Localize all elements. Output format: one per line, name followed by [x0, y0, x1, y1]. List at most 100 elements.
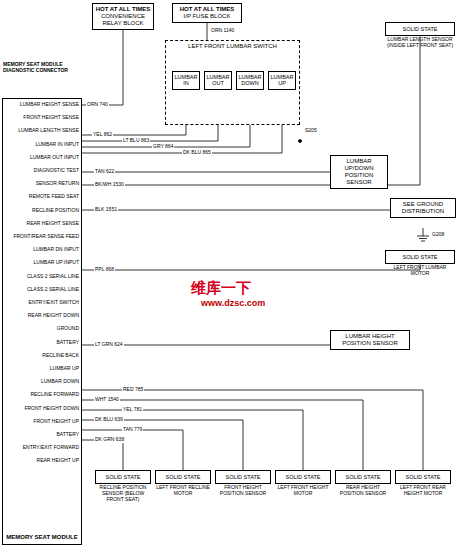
component-name: LEFT FRONT LUMBAR MOTOR: [385, 265, 455, 277]
node-label: I/P FUSE BLOCK: [175, 13, 239, 20]
pin-name: SENSOR RETURN: [3, 180, 79, 186]
pin-name: ENTRY/EXIT FORWARD: [3, 444, 79, 450]
node-label: LUMBAR HEIGHT POSITION SENSOR: [333, 333, 407, 347]
pin-name: LUMBAR OUT INPUT: [3, 154, 79, 160]
wire-code: RED 785: [122, 387, 144, 393]
pin-name: LUMBAR IN INPUT: [3, 141, 79, 147]
watermark: www.dzsc.com: [200, 299, 266, 309]
component-name: LEFT FRONT REAR HEIGHT MOTOR: [395, 485, 451, 497]
solid-state-component: SOLID STATELEFT FRONT HEIGHT MOTOR: [275, 470, 331, 497]
wire-code: LT BLU 863: [122, 138, 150, 144]
solid-state-label: SOLID STATE: [275, 470, 331, 484]
wire-code: ORN 740: [86, 102, 109, 108]
node-label: HOT AT ALL TIMES: [95, 6, 151, 13]
pin-name: RECLINE FORWARD: [3, 391, 79, 397]
wire: [82, 390, 423, 470]
wire-code: TAN 779: [122, 427, 143, 433]
ground-id: G208: [431, 232, 445, 238]
node-label: HOT AT ALL TIMES: [175, 6, 239, 13]
pin-name: FRONT/REAR SENSE FEED: [3, 233, 79, 239]
pin-name: REAR HEIGHT DOWN: [3, 312, 79, 318]
solid-state-label: SOLID STATE: [335, 470, 391, 484]
wire: [207, 23, 208, 40]
pin-name: REMOTE FEED SEAT: [3, 193, 79, 199]
pin-name: LUMBAR UP INPUT: [3, 259, 79, 265]
component-name: FRONT HEIGHT POSITION SENSOR: [215, 485, 271, 497]
pin-name: DIAGNOSTIC TEST: [3, 167, 79, 173]
component-name: LEFT FRONT RECLINE MOTOR: [155, 485, 211, 497]
component-name: LUMBAR LENGTH SENSOR (INSIDE LEFT FRONT …: [385, 37, 455, 49]
splice-dot: [299, 140, 302, 143]
pin-name: GROUND: [3, 325, 79, 331]
switch-contact: LUMBAR UP: [268, 71, 296, 90]
wire-code: TAN 622: [94, 169, 115, 175]
node-label: LUMBAR UP: [270, 74, 294, 87]
node-label: SEE GROUND DISTRIBUTION: [393, 201, 453, 215]
node-label: MEMORY SEAT MODULE: [5, 534, 79, 541]
pin-name: LUMBAR UP: [3, 365, 79, 371]
wire: [82, 430, 183, 470]
solid-state-label: SOLID STATE: [395, 470, 451, 484]
pin-name: LUMBAR HEIGHT SENSE: [3, 101, 79, 107]
control-module: MEMORY SEAT MODULE: [2, 98, 82, 545]
pin-name: RECLINE POSITION: [3, 207, 79, 213]
pin-name: REAR HEIGHT UP: [3, 457, 79, 463]
solid-state-component: SOLID STATEFRONT HEIGHT POSITION SENSOR: [215, 470, 271, 497]
node-label: LEFT FRONT LUMBAR SWITCH: [168, 43, 297, 50]
solid-state-label: SOLID STATE: [95, 470, 151, 484]
component-name: REAR HEIGHT POSITION SENSOR: [335, 485, 391, 497]
wire: [82, 420, 243, 470]
wire: [82, 264, 420, 270]
pin-name: FRONT HEIGHT DOWN: [3, 405, 79, 411]
wire-code: BLK 1551: [94, 207, 118, 213]
switch-contact: LUMBAR OUT: [204, 71, 232, 90]
wire-code: DK GRN 638: [94, 437, 125, 443]
component-box: LUMBAR UP/DOWN POSITION SENSOR: [330, 155, 388, 189]
node-label: LUMBAR OUT: [206, 74, 230, 87]
node-label: LUMBAR UP/DOWN POSITION SENSOR: [333, 158, 385, 186]
wire-code: ORN 1140: [210, 29, 235, 35]
wire: [82, 210, 390, 211]
component-box: LUMBAR HEIGHT POSITION SENSOR: [330, 330, 410, 350]
switch-housing: LEFT FRONT LUMBAR SWITCH LUMBAR IN LUMBAR …: [165, 40, 300, 125]
wire-code: DK BLU 639: [94, 417, 124, 423]
wire: [82, 36, 420, 185]
wire-code: GRY 864: [152, 144, 174, 150]
solid-state-label: SOLID STATE: [385, 250, 455, 264]
solid-state-component: SOLID STATELEFT FRONT LUMBAR MOTOR: [385, 250, 455, 277]
splice-id: S205: [304, 128, 318, 134]
wire: [82, 410, 303, 470]
pin-name: FRONT HEIGHT UP: [3, 418, 79, 424]
solid-state-component: SOLID STATELEFT FRONT REAR HEIGHT MOTOR: [395, 470, 451, 497]
solid-state-label: SOLID STATE: [215, 470, 271, 484]
solid-state-component: SOLID STATELUMBAR LENGTH SENSOR (INSIDE …: [385, 22, 455, 49]
wire-code: LT GRN 624: [94, 342, 124, 348]
wire-code: BK/WH 1530: [94, 182, 125, 188]
node-label: LUMBAR DOWN: [238, 74, 262, 87]
component-name: RECLINE POSITION SENSOR (BELOW FRONT SEA…: [95, 485, 151, 502]
pin-name: ENTRY/EXIT SWITCH: [3, 299, 79, 305]
pin-name: LUMBAR DOWN: [3, 378, 79, 384]
component-box: HOT AT ALL TIMESI/P FUSE BLOCK: [172, 3, 242, 23]
connector-name: MEMORY SEAT MODULE DIAGNOSTIC CONNECTOR: [2, 62, 84, 73]
solid-state-label: SOLID STATE: [385, 22, 455, 36]
solid-state-label: SOLID STATE: [155, 470, 211, 484]
pin-name: RECLINE BACK: [3, 352, 79, 358]
pin-name: BATTERY: [3, 339, 79, 345]
wire-code: YEL 862: [92, 132, 113, 138]
pin-name: CLASS 2 SERIAL LINE: [3, 286, 79, 292]
watermark: 维库一下: [190, 280, 252, 297]
component-box: HOT AT ALL TIMESCONVENIENCE RELAY BLOCK: [92, 3, 154, 30]
wire-code: YEL 781: [122, 407, 143, 413]
wire: [82, 30, 123, 105]
solid-state-component: SOLID STATEREAR HEIGHT POSITION SENSOR: [335, 470, 391, 497]
node-label: CONVENIENCE RELAY BLOCK: [95, 13, 151, 27]
component-box: SEE GROUND DISTRIBUTION: [390, 198, 456, 218]
wire: [82, 400, 363, 470]
pin-name: BATTERY: [3, 431, 79, 437]
switch-contact: LUMBAR IN: [172, 71, 200, 90]
pin-name: LUMBAR LENGTH SENSE: [3, 127, 79, 133]
component-name: LEFT FRONT HEIGHT MOTOR: [275, 485, 331, 497]
node-label: LUMBAR IN: [174, 74, 198, 87]
wire-code: PPL 868: [94, 267, 115, 273]
